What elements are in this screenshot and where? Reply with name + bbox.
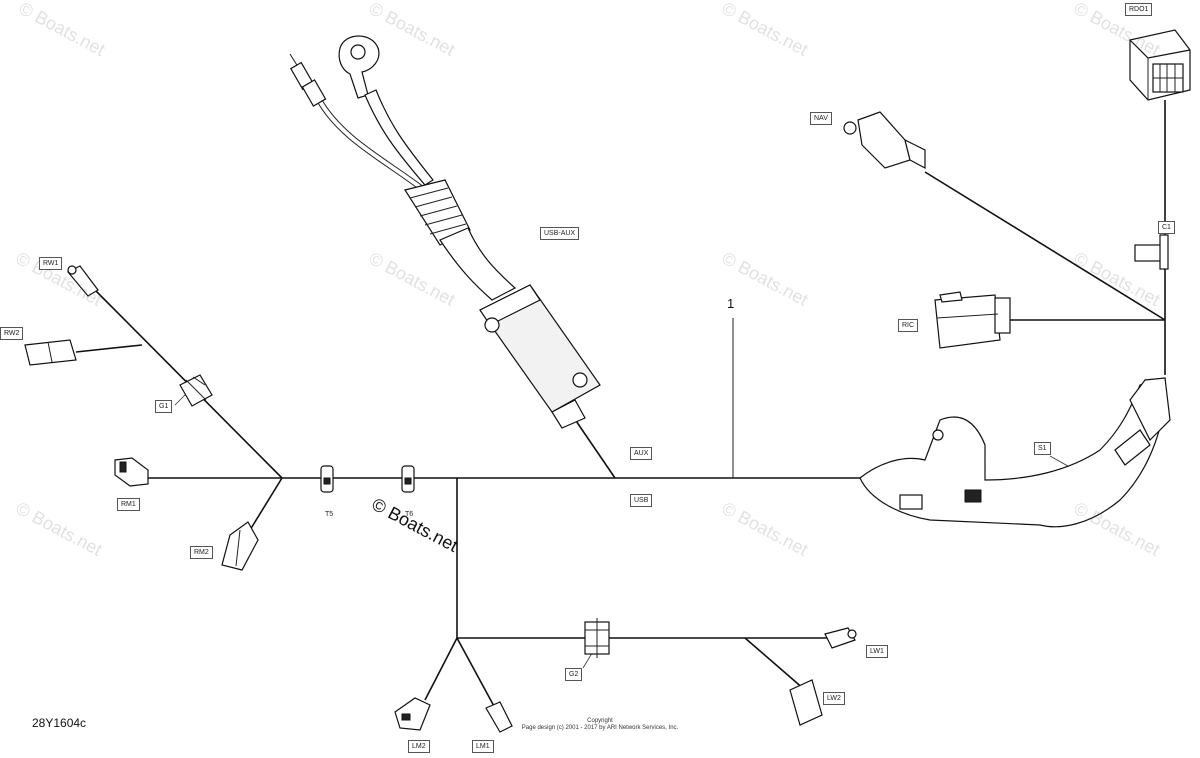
label-rm1: RM1 bbox=[117, 498, 140, 511]
harness-wires bbox=[75, 100, 1166, 709]
c1-clip bbox=[1134, 234, 1169, 270]
lw1-terminal bbox=[824, 627, 857, 649]
lw2-connector bbox=[789, 679, 823, 726]
lm1-branch-wire bbox=[456, 637, 496, 709]
copyright-line-1: Copyright bbox=[587, 718, 613, 724]
label-lw2: LW2 bbox=[823, 692, 845, 705]
label-rm2: RM2 bbox=[190, 546, 213, 559]
rm2-connector bbox=[221, 521, 259, 571]
s1-housing bbox=[859, 377, 1171, 528]
label-c1: C1 bbox=[1158, 221, 1175, 234]
label-t5: T5 bbox=[325, 511, 334, 518]
label-leaders bbox=[174, 227, 1166, 669]
lm2-branch-wire bbox=[424, 637, 458, 701]
label-t6: T6 bbox=[405, 511, 414, 518]
rdo1-connector bbox=[1129, 29, 1191, 101]
t5-terminal bbox=[320, 465, 334, 493]
nav-connector bbox=[843, 111, 926, 169]
rm2-branch-wire bbox=[249, 477, 283, 531]
label-usb: USB bbox=[630, 494, 653, 507]
label-nav: NAV bbox=[810, 112, 832, 125]
rw2-connector bbox=[24, 339, 77, 366]
nav-branch-wire bbox=[924, 171, 1166, 321]
label-ric: RIC bbox=[898, 319, 919, 332]
g2-grommet bbox=[584, 618, 610, 658]
ric-connector bbox=[934, 291, 1011, 349]
label-lm2: LM2 bbox=[408, 740, 430, 753]
label-usb-aux: USB-AUX bbox=[540, 227, 580, 240]
label-lw1: LW1 bbox=[866, 645, 888, 658]
label-g1: G1 bbox=[155, 400, 173, 413]
label-aux: AUX bbox=[630, 447, 653, 460]
label-rdo1: RDO1 bbox=[1125, 3, 1153, 16]
label-lm1: LM1 bbox=[472, 740, 494, 753]
callout-number[interactable]: 1 bbox=[727, 296, 735, 311]
label-s1: S1 bbox=[1034, 442, 1051, 455]
t6-terminal bbox=[401, 465, 415, 493]
rw1-terminal bbox=[67, 265, 99, 297]
lm2-connector bbox=[394, 697, 431, 731]
usb-aux-cable bbox=[289, 35, 601, 429]
label-rw1: RW1 bbox=[39, 257, 63, 270]
lm1-terminal bbox=[485, 701, 513, 733]
rm1-connector bbox=[114, 457, 149, 487]
copyright-line-2: Page design (c) 2001 - 2017 by ARI Netwo… bbox=[521, 725, 679, 731]
lw2-branch-wire bbox=[744, 637, 806, 691]
g1-grommet bbox=[179, 374, 213, 407]
aux-branch-wire bbox=[571, 414, 616, 479]
label-g2: G2 bbox=[565, 668, 583, 681]
part-code: 28Y1604c bbox=[32, 716, 87, 730]
copyright-notice: Copyright Page design (c) 2001 - 2017 by… bbox=[500, 718, 700, 732]
label-rw2: RW2 bbox=[0, 327, 24, 340]
rw2-branch-wire bbox=[75, 344, 143, 353]
